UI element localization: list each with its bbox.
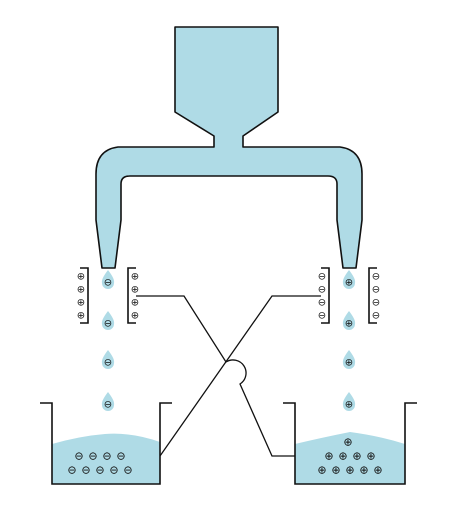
left-beaker (40, 402, 172, 485)
right-drop-3: ⊕ (342, 350, 356, 369)
right-ion-r1-1: ⊕ (324, 450, 333, 463)
left-drop-4-charge: ⊖ (104, 400, 112, 411)
left-drop-stream: ⊖ ⊖ ⊖ ⊖ (101, 270, 115, 411)
right-inner-sign-1: ⊖ (318, 272, 326, 283)
left-inner-plate (127, 267, 136, 324)
plate-charge-signs: ⊕ ⊕ ⊕ ⊕ ⊕ ⊕ ⊕ ⊕ ⊖ ⊖ ⊖ ⊖ ⊖ ⊖ ⊖ ⊖ (77, 272, 380, 322)
left-ion-r2-3: ⊖ (95, 464, 104, 477)
right-drop-4-shape (342, 392, 356, 411)
left-outer-sign-1: ⊕ (77, 272, 85, 283)
right-drop-4-charge: ⊕ (345, 400, 353, 411)
left-drop-4: ⊖ (101, 392, 115, 411)
left-ion-r1-1: ⊖ (74, 450, 83, 463)
hopper-icon (95, 26, 363, 269)
left-ion-r2-5: ⊖ (123, 464, 132, 477)
left-ion-r1-4: ⊖ (116, 450, 125, 463)
right-drop-2: ⊕ (342, 311, 356, 330)
right-inner-sign-4: ⊖ (318, 311, 326, 322)
left-drop-2-charge: ⊖ (104, 319, 112, 330)
right-drop-3-shape (342, 350, 356, 369)
left-ion-r1-2: ⊖ (88, 450, 97, 463)
left-drop-1-shape (101, 270, 115, 289)
right-ion-r2-4: ⊕ (359, 464, 368, 477)
left-drop-3: ⊖ (101, 350, 115, 369)
right-ion-top: ⊕ (343, 436, 352, 449)
right-beaker-liquid (295, 432, 405, 484)
left-drop-4-shape (101, 392, 115, 411)
right-ion-r1-2: ⊕ (338, 450, 347, 463)
left-outer-plate (80, 267, 89, 324)
left-outer-sign-4: ⊕ (77, 311, 85, 322)
right-drop-4: ⊕ (342, 392, 356, 411)
left-ion-r2-4: ⊖ (109, 464, 118, 477)
right-drop-1: ⊕ (342, 270, 356, 289)
right-inner-sign-3: ⊖ (318, 298, 326, 309)
right-ion-r1-3: ⊕ (352, 450, 361, 463)
left-inner-sign-1: ⊕ (131, 272, 139, 283)
left-drop-1-charge: ⊖ (104, 278, 112, 289)
right-ion-r2-1: ⊕ (317, 464, 326, 477)
charged-plates (80, 267, 377, 324)
left-drop-3-charge: ⊖ (104, 358, 112, 369)
left-ion-r1-3: ⊖ (102, 450, 111, 463)
right-drop-2-charge: ⊕ (345, 319, 353, 330)
left-ion-r2-1: ⊖ (67, 464, 76, 477)
left-ion-r2-2: ⊖ (81, 464, 90, 477)
right-outer-sign-4: ⊖ (372, 311, 380, 322)
right-inner-sign-2: ⊖ (318, 285, 326, 296)
right-drop-1-charge: ⊕ (345, 278, 353, 289)
right-drop-2-shape (342, 311, 356, 330)
right-ion-r1-4: ⊕ (366, 450, 375, 463)
right-outer-sign-1: ⊖ (372, 272, 380, 283)
right-inner-plate (321, 267, 330, 324)
right-drop-3-charge: ⊕ (345, 358, 353, 369)
right-ion-r2-2: ⊕ (331, 464, 340, 477)
right-beaker (283, 402, 417, 485)
beaker-ions: ⊖⊖⊖⊖⊖⊖⊖⊖⊖⊕⊕⊕⊕⊕⊕⊕⊕⊕⊕ (67, 436, 382, 477)
right-drop-1-shape (342, 270, 356, 289)
left-drop-2: ⊖ (101, 311, 115, 330)
right-outer-sign-3: ⊖ (372, 298, 380, 309)
left-inner-sign-4: ⊕ (131, 311, 139, 322)
left-outer-sign-3: ⊕ (77, 298, 85, 309)
left-drop-2-shape (101, 311, 115, 330)
left-beaker-outline (40, 402, 172, 485)
right-ion-r2-5: ⊕ (373, 464, 382, 477)
wire-right-plate-to-left-beaker (130, 295, 321, 457)
right-drop-stream: ⊕ ⊕ ⊕ ⊕ (342, 270, 356, 411)
left-drop-1: ⊖ (101, 270, 115, 289)
right-outer-sign-2: ⊖ (372, 285, 380, 296)
left-inner-sign-3: ⊕ (131, 298, 139, 309)
left-drop-3-shape (101, 350, 115, 369)
right-ion-r2-3: ⊕ (345, 464, 354, 477)
right-outer-plate (368, 267, 377, 324)
left-beaker-liquid (52, 433, 160, 484)
crossing-wires (130, 295, 321, 457)
left-inner-sign-2: ⊕ (131, 285, 139, 296)
left-outer-sign-2: ⊕ (77, 285, 85, 296)
right-beaker-outline (283, 402, 417, 485)
